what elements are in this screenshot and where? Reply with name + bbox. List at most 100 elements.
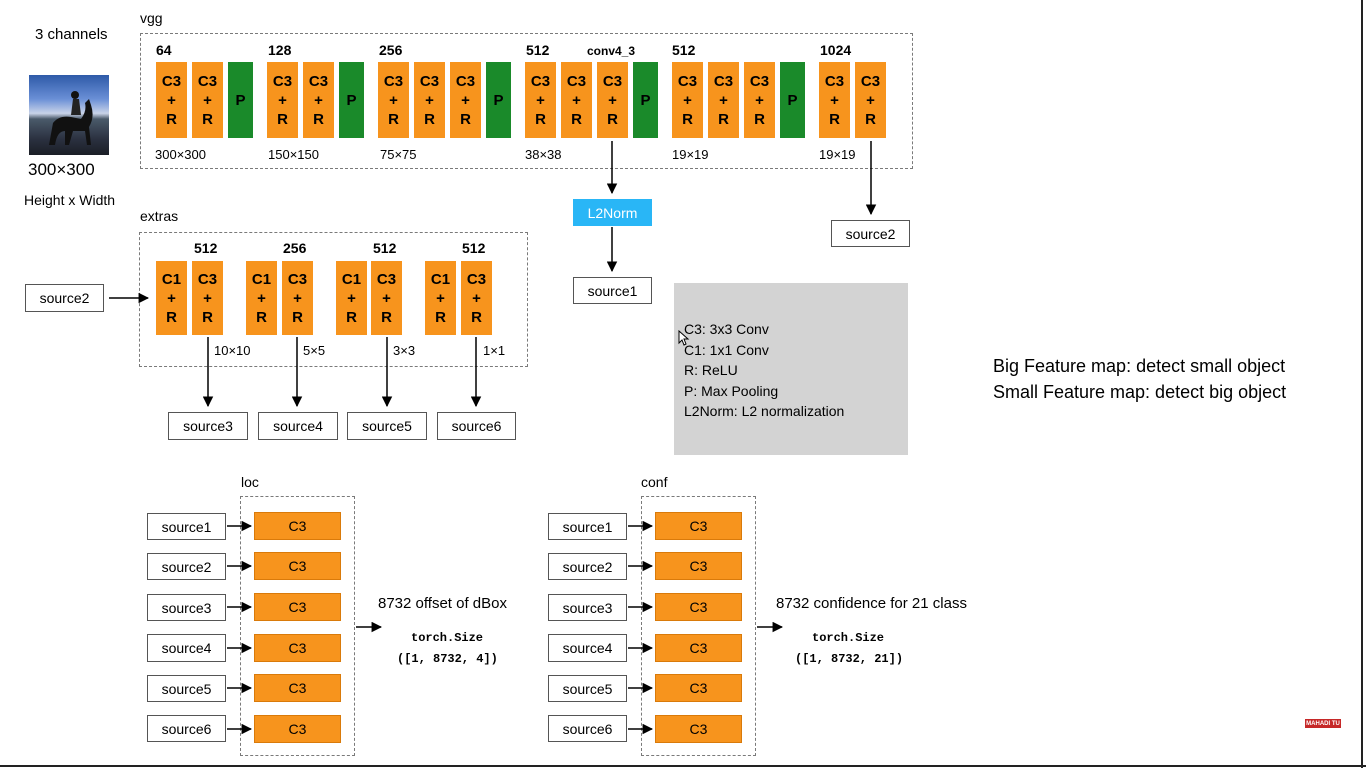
extras-size-2: 5×5	[303, 343, 326, 358]
vgg-conv-block: C3 + R	[450, 62, 481, 138]
loc-c3-block: C3	[254, 715, 341, 743]
source1-output: source1	[573, 277, 652, 304]
legend-line: C3: 3x3 Conv	[684, 321, 769, 337]
conf-size-line1: torch.Size	[812, 631, 885, 645]
extras-output-source6: source6	[437, 412, 516, 440]
horse-rider-icon	[49, 91, 93, 145]
loc-c3-block: C3	[254, 512, 341, 540]
legend-box: C3: 3x3 Conv C1: 1x1 Conv R: ReLU P: Max…	[674, 283, 908, 455]
loc-output-desc: 8732 offset of dBox	[378, 595, 507, 612]
conf-source: source6	[548, 715, 627, 742]
vgg-conv-block: C3 + R	[708, 62, 739, 138]
vgg-size-5: 19×19	[672, 147, 709, 162]
extras-channels-2: 256	[283, 240, 307, 256]
vgg-conv-block: C3 + R	[561, 62, 592, 138]
legend-line: R: ReLU	[684, 362, 738, 378]
loc-source: source3	[147, 594, 226, 621]
vgg-conv-block: C3 + R	[156, 62, 187, 138]
extras-c1-block: C1 + R	[156, 261, 187, 335]
extras-channels-3: 512	[373, 240, 397, 256]
loc-c3-block: C3	[254, 634, 341, 662]
vgg-conv-block: C3 + R	[192, 62, 223, 138]
loc-source: source2	[147, 553, 226, 580]
conf-size-line2: ([1, 8732, 21])	[795, 652, 904, 666]
vgg-size-1: 300×300	[155, 147, 206, 162]
conf-c3-block: C3	[655, 593, 742, 621]
input-dims-label: Height x Width	[24, 192, 116, 208]
extras-size-1: 10×10	[214, 343, 251, 358]
extras-c3-block: C3 + R	[282, 261, 313, 335]
extras-input-source: source2	[25, 284, 104, 312]
vgg-channels-6: 1024	[820, 42, 852, 58]
vgg-conv-block: C3 + R	[819, 62, 850, 138]
vgg-conv-block: C3 + R	[378, 62, 409, 138]
mouse-cursor-icon	[678, 330, 690, 346]
conf-c3-block: C3	[655, 634, 742, 662]
vgg-pool-block: P	[633, 62, 658, 138]
extras-channels-1: 512	[194, 240, 218, 256]
vgg-pool-block: P	[486, 62, 511, 138]
note-line-1: Big Feature map: detect small object	[993, 356, 1286, 376]
conf-container	[641, 496, 756, 756]
legend-line: C1: 1x1 Conv	[684, 342, 769, 358]
extras-c1-block: C1 + R	[425, 261, 456, 335]
loc-source: source6	[147, 715, 226, 742]
extras-output-source3: source3	[168, 412, 248, 440]
vgg-container	[140, 33, 913, 169]
extras-c3-block: C3 + R	[192, 261, 223, 335]
vgg-conv-block: C3 + R	[855, 62, 886, 138]
vgg-conv-block: C3 + R	[267, 62, 298, 138]
conf-source: source5	[548, 675, 627, 702]
conf-source: source1	[548, 513, 627, 540]
conf-output-desc: 8732 confidence for 21 class	[776, 595, 967, 612]
conf-source: source3	[548, 594, 627, 621]
extras-c3-block: C3 + R	[371, 261, 402, 335]
l2norm-block: L2Norm	[573, 199, 652, 226]
vgg-channels-1: 64	[156, 42, 172, 58]
vgg-size-3: 75×75	[380, 147, 417, 162]
vgg-pool-block: P	[339, 62, 364, 138]
loc-c3-block: C3	[254, 552, 341, 580]
vgg-channels-2: 128	[268, 42, 292, 58]
conf-c3-block: C3	[655, 715, 742, 743]
vgg-pool-block: P	[780, 62, 805, 138]
extras-output-source5: source5	[347, 412, 427, 440]
extras-title: extras	[140, 208, 179, 224]
extras-c3-block: C3 + R	[461, 261, 492, 335]
loc-source: source1	[147, 513, 226, 540]
loc-source: source4	[147, 634, 226, 662]
legend-line: P: Max Pooling	[684, 383, 779, 399]
source2-output: source2	[831, 220, 910, 247]
legend-line: L2Norm: L2 normalization	[684, 403, 845, 419]
watermark-logo: MAHADI TU	[1305, 719, 1341, 728]
vgg-pool-block: P	[228, 62, 253, 138]
vgg-conv-block: C3 + R	[744, 62, 775, 138]
vgg-conv-block: C3 + R	[597, 62, 628, 138]
vgg-channels-5: 512	[672, 42, 696, 58]
loc-source: source5	[147, 675, 226, 702]
vgg-channels-3: 256	[379, 42, 403, 58]
extras-channels-4: 512	[462, 240, 486, 256]
conv4-3-label: conv4_3	[587, 44, 636, 58]
extras-output-source4: source4	[258, 412, 338, 440]
loc-c3-block: C3	[254, 674, 341, 702]
input-channels-label: 3 channels	[35, 26, 108, 43]
note-line-2: Small Feature map: detect big object	[993, 382, 1287, 402]
loc-c3-block: C3	[254, 593, 341, 621]
extras-c1-block: C1 + R	[246, 261, 277, 335]
conf-source: source4	[548, 634, 627, 662]
vgg-size-4: 38×38	[525, 147, 562, 162]
extras-size-4: 1×1	[483, 343, 506, 358]
conf-title: conf	[641, 474, 668, 490]
conf-source: source2	[548, 553, 627, 580]
vgg-size-6: 19×19	[819, 147, 856, 162]
vgg-title: vgg	[140, 10, 163, 26]
input-size-label: 300×300	[28, 160, 95, 179]
vgg-conv-block: C3 + R	[303, 62, 334, 138]
conf-c3-block: C3	[655, 674, 742, 702]
conf-c3-block: C3	[655, 512, 742, 540]
loc-size-line2: ([1, 8732, 4])	[397, 652, 498, 666]
vgg-conv-block: C3 + R	[672, 62, 703, 138]
vgg-channels-4: 512	[526, 42, 550, 58]
